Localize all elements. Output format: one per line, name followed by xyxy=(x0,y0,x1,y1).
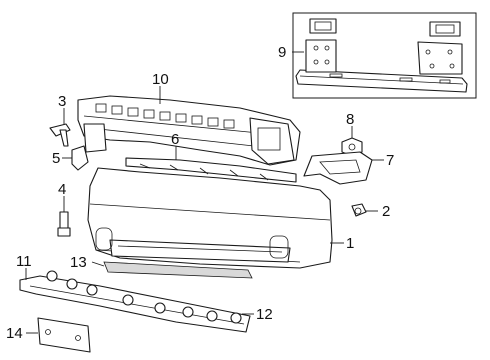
reinforcement-bar xyxy=(295,69,468,93)
callout-13: 13 xyxy=(70,254,87,271)
retainer-clips: 12 xyxy=(46,270,273,324)
callout-3: 3 xyxy=(58,93,66,110)
upper-cover-trim: 6 xyxy=(125,131,297,183)
callout-9: 9 xyxy=(278,44,286,61)
right-mount-bracket xyxy=(417,21,463,75)
inset-box: 9 xyxy=(278,12,477,99)
side-bolt: 2 xyxy=(351,203,390,220)
end-bracket: 7 xyxy=(303,151,394,185)
callout-14: 14 xyxy=(6,325,23,342)
left-mount-bracket xyxy=(305,18,337,73)
license-plate-bracket: 14 xyxy=(6,317,91,353)
bumper-fascia: 1 xyxy=(87,167,354,269)
callout-10: 10 xyxy=(152,71,169,88)
callout-2: 2 xyxy=(382,203,390,220)
callout-5: 5 xyxy=(52,150,60,167)
callout-1: 1 xyxy=(346,235,354,252)
callout-8: 8 xyxy=(346,111,354,128)
callout-11: 11 xyxy=(16,253,32,270)
upper-bumper-support: 10 xyxy=(77,71,301,166)
lower-air-dam: 11 xyxy=(16,253,251,333)
support-slots xyxy=(95,103,235,129)
callout-12: 12 xyxy=(256,306,273,323)
bracket-clip: 5 xyxy=(52,145,89,171)
callout-6: 6 xyxy=(171,131,179,148)
callout-4: 4 xyxy=(58,181,66,198)
lower-grille-strip: 13 xyxy=(70,254,253,279)
push-pin: 3 xyxy=(49,93,71,147)
callout-7: 7 xyxy=(386,152,394,169)
mounting-bolt: 4 xyxy=(57,181,71,237)
hex-nut: 8 xyxy=(341,111,363,157)
